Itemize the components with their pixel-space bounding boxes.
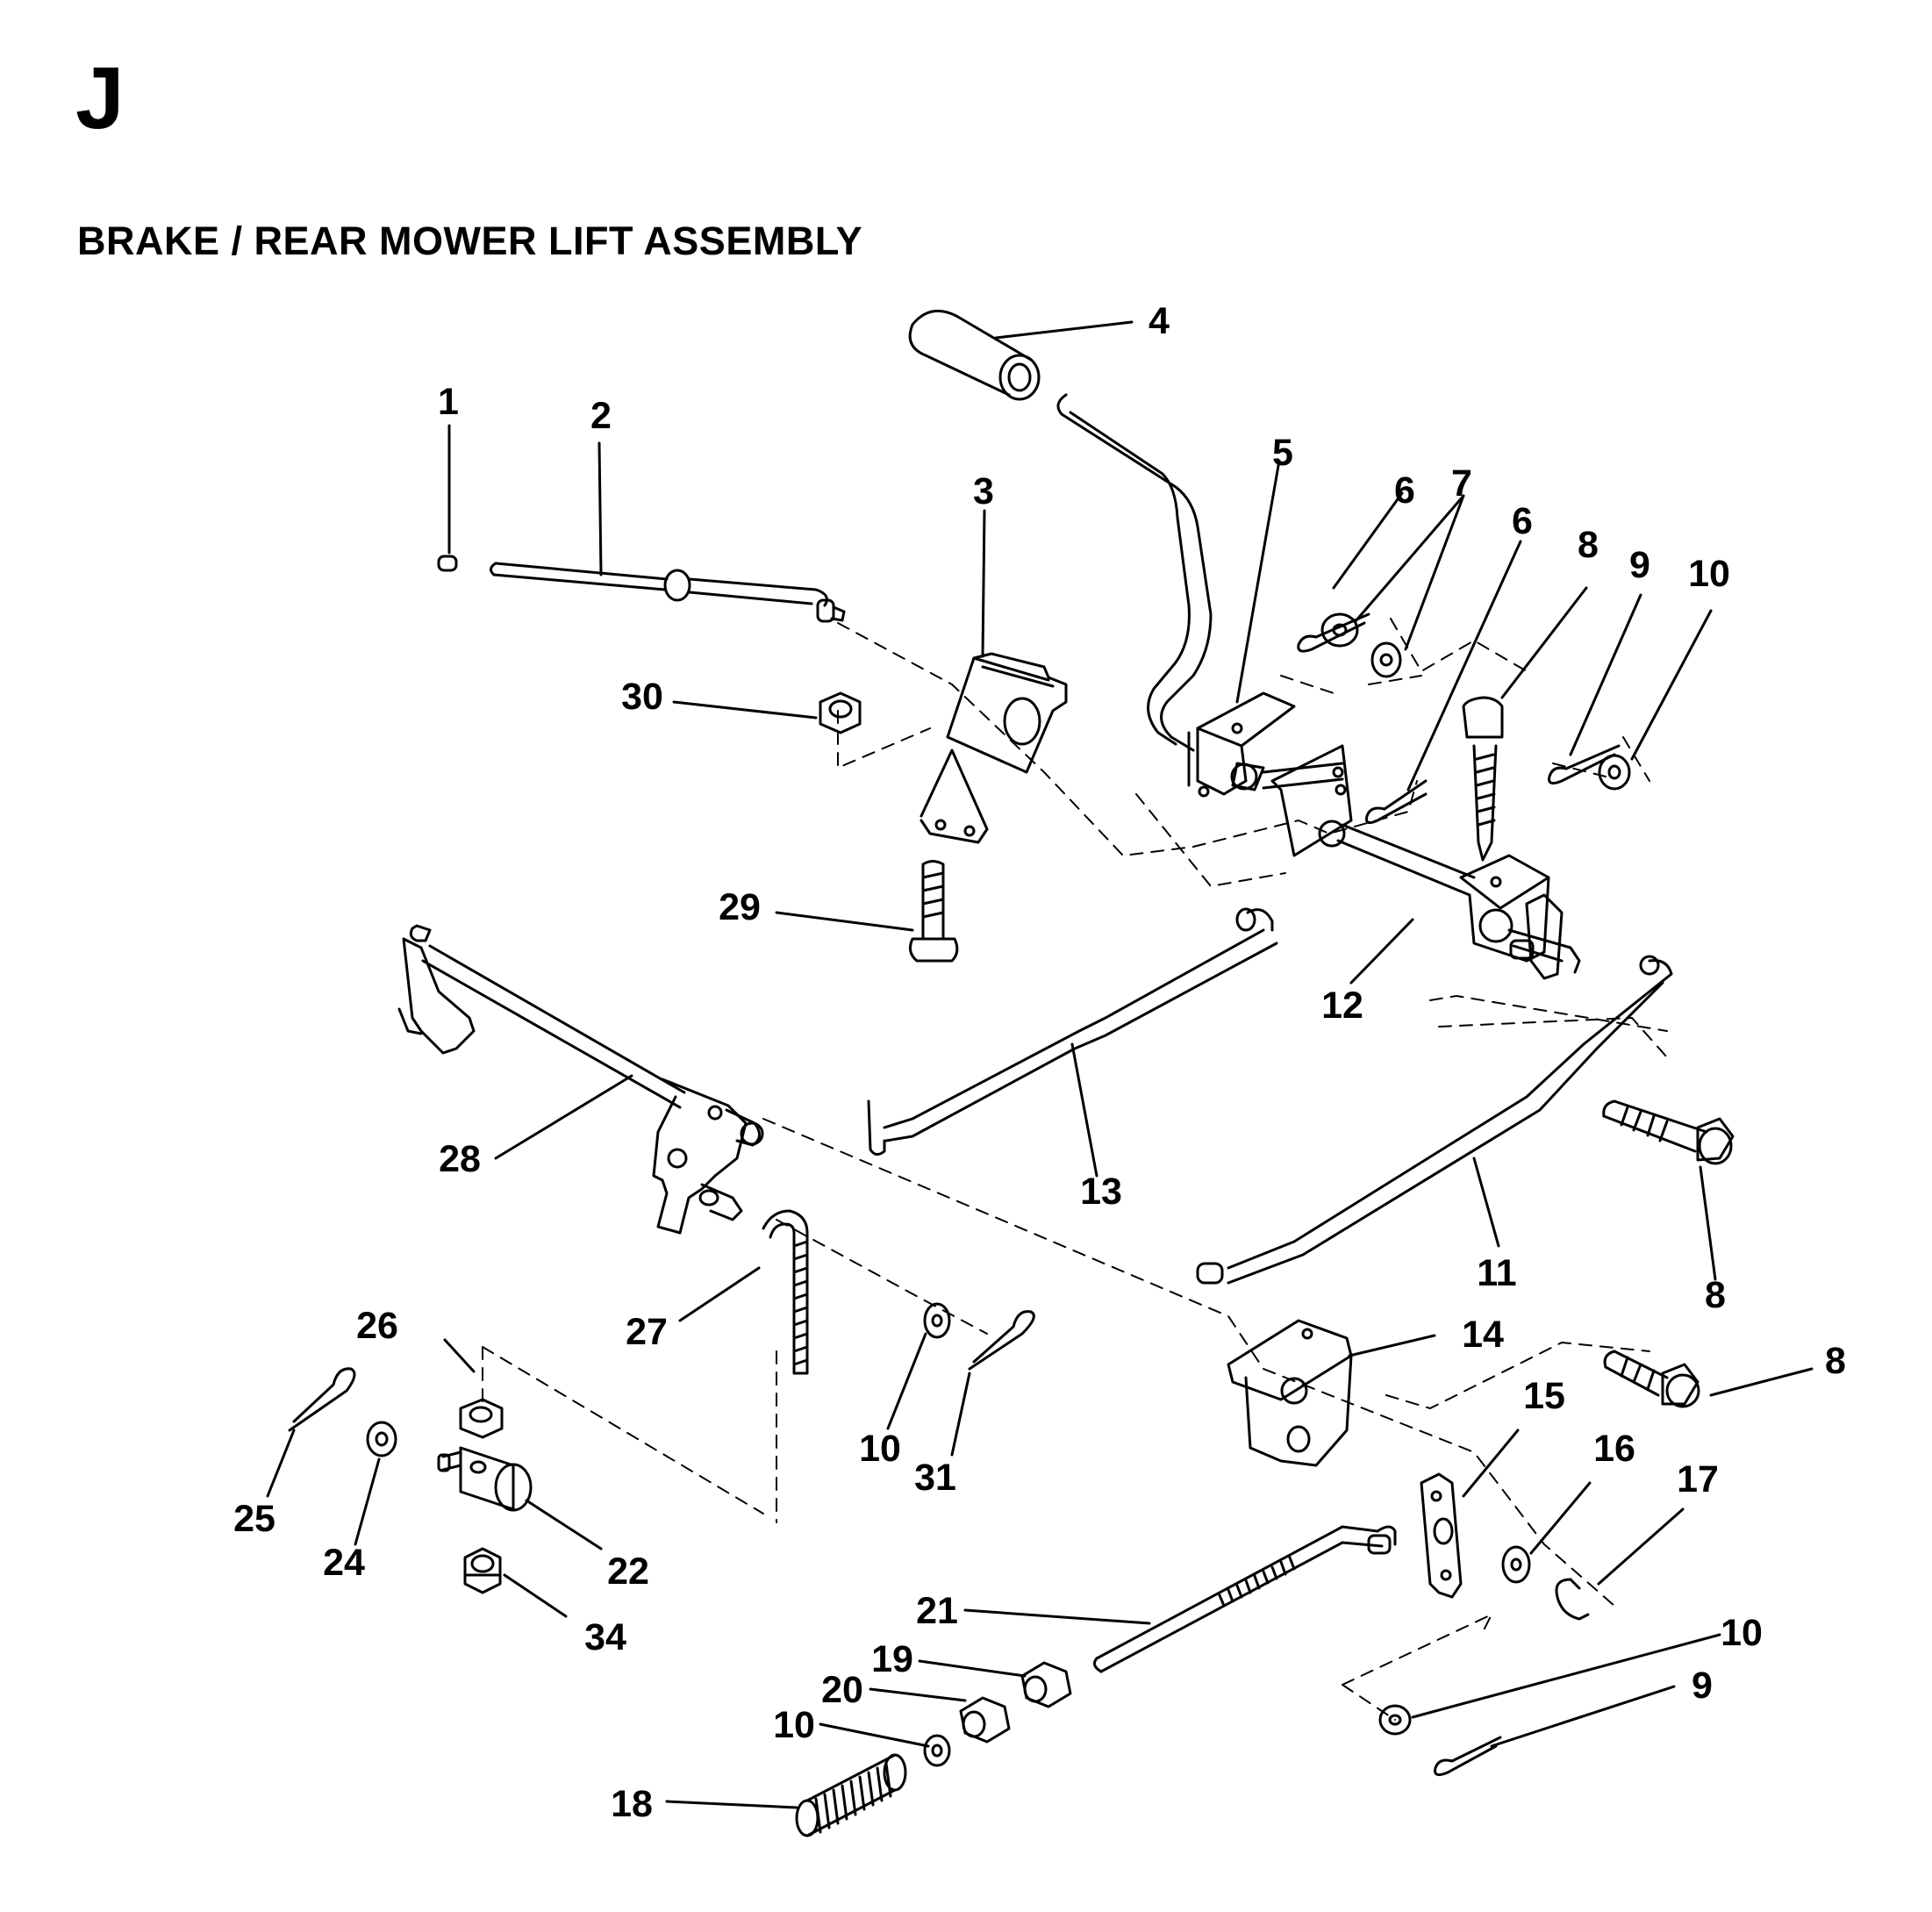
part-16-washer bbox=[1501, 1545, 1531, 1584]
callout-12: 12 bbox=[1321, 985, 1363, 1027]
callout-10-lower-left: 10 bbox=[773, 1704, 815, 1746]
part-24-washer bbox=[366, 1421, 397, 1457]
callout-6-upper: 6 bbox=[1394, 469, 1415, 512]
part-28-lift-shaft bbox=[397, 924, 764, 1235]
callout-28: 28 bbox=[439, 1138, 481, 1180]
callout-1: 1 bbox=[438, 381, 459, 423]
callout-18: 18 bbox=[611, 1783, 653, 1825]
callout-11: 11 bbox=[1477, 1252, 1516, 1294]
callout-8-upper: 8 bbox=[1578, 524, 1599, 566]
callout-10-upper: 10 bbox=[1688, 553, 1730, 595]
callout-2: 2 bbox=[590, 395, 612, 437]
part-34-lock-nut bbox=[463, 1547, 502, 1594]
part-13-lift-link bbox=[867, 907, 1278, 1156]
part-8-bolt-middle bbox=[1602, 1099, 1735, 1165]
part-4-grip bbox=[908, 309, 1041, 401]
part-20-nut bbox=[959, 1696, 1011, 1744]
callout-22: 22 bbox=[607, 1550, 649, 1593]
callout-27: 27 bbox=[626, 1311, 668, 1353]
part-10-washer-upper bbox=[1598, 754, 1631, 791]
part-10-washer-lower-left bbox=[923, 1734, 951, 1767]
part-18-spring bbox=[795, 1753, 907, 1837]
part-6-pin-upper bbox=[1297, 612, 1370, 653]
callout-34: 34 bbox=[584, 1616, 626, 1658]
callout-leader-lines bbox=[266, 320, 1814, 1809]
callout-14: 14 bbox=[1462, 1314, 1504, 1356]
callout-30: 30 bbox=[621, 676, 663, 718]
callout-3: 3 bbox=[973, 470, 994, 512]
callout-7: 7 bbox=[1451, 462, 1472, 505]
callout-29: 29 bbox=[719, 886, 761, 928]
part-9-pin-upper bbox=[1548, 744, 1621, 785]
part-10-washer-middle bbox=[923, 1302, 951, 1339]
part-8-bolt-lower bbox=[1603, 1350, 1700, 1408]
part-11-link-rod bbox=[1196, 955, 1673, 1285]
part-21-threaded-rod bbox=[1092, 1525, 1397, 1673]
part-1-cap bbox=[437, 555, 458, 572]
page-title: BRAKE / REAR MOWER LIFT ASSEMBLY bbox=[77, 218, 863, 263]
callout-labels: 1 2 3 4 5 6 7 6 8 9 10 30 29 12 28 13 11… bbox=[233, 300, 1846, 1825]
callout-19: 19 bbox=[871, 1638, 913, 1680]
callout-10-middle: 10 bbox=[859, 1428, 901, 1470]
callout-20: 20 bbox=[821, 1669, 863, 1711]
callout-8-middle: 8 bbox=[1705, 1274, 1726, 1316]
callout-17: 17 bbox=[1677, 1458, 1719, 1500]
part-3-bracket bbox=[919, 652, 1068, 844]
assembly-guide-lines bbox=[482, 618, 1668, 1721]
callout-9-lower: 9 bbox=[1692, 1665, 1713, 1707]
part-19-nut bbox=[1020, 1661, 1072, 1708]
part-5-lever-handle bbox=[1056, 393, 1296, 798]
part-31-hairpin bbox=[968, 1310, 1035, 1371]
section-letter: J bbox=[75, 49, 125, 147]
part-10-washer-lower-right bbox=[1378, 1704, 1412, 1736]
part-9-pin-lower bbox=[1434, 1736, 1502, 1777]
callout-26: 26 bbox=[356, 1305, 398, 1347]
callout-31: 31 bbox=[914, 1457, 956, 1499]
callout-4: 4 bbox=[1148, 300, 1170, 342]
callout-8-lower: 8 bbox=[1825, 1340, 1846, 1382]
callout-21: 21 bbox=[916, 1590, 958, 1632]
part-30-nut bbox=[819, 691, 862, 734]
part-26-nut bbox=[459, 1398, 504, 1439]
callout-10-lower-right: 10 bbox=[1721, 1612, 1763, 1654]
part-22-trunnion bbox=[437, 1446, 533, 1512]
part-25-hairpin bbox=[288, 1367, 356, 1432]
callout-13: 13 bbox=[1080, 1171, 1122, 1213]
part-2-brake-rod bbox=[490, 562, 846, 623]
part-6-pin-right bbox=[1365, 779, 1428, 825]
callout-9-upper: 9 bbox=[1629, 544, 1650, 586]
part-27-j-bolt bbox=[762, 1209, 809, 1375]
callout-25: 25 bbox=[233, 1498, 275, 1540]
part-17-e-clip bbox=[1555, 1578, 1590, 1621]
part-7-washer-upper bbox=[1320, 612, 1402, 678]
callout-5: 5 bbox=[1272, 432, 1293, 474]
part-12-cross-shaft bbox=[1230, 744, 1581, 980]
callout-24: 24 bbox=[323, 1542, 365, 1584]
part-15-plate bbox=[1420, 1472, 1463, 1599]
callout-6-right: 6 bbox=[1512, 500, 1533, 542]
part-8-bolt-upper bbox=[1462, 696, 1504, 862]
callout-16: 16 bbox=[1593, 1428, 1635, 1470]
part-29-bolt bbox=[908, 860, 959, 963]
callout-15: 15 bbox=[1523, 1375, 1565, 1417]
